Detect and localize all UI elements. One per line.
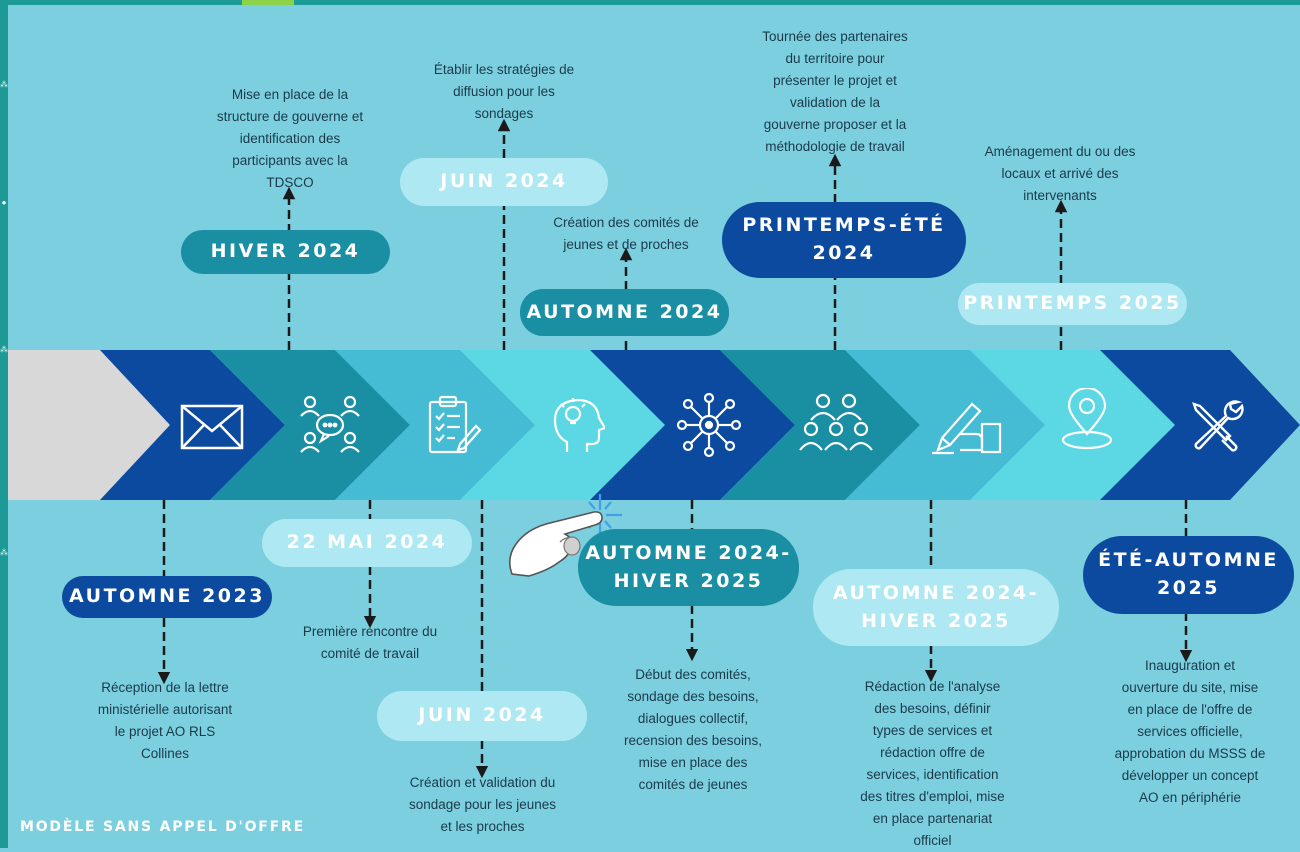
event-description: Aménagement du ou des locaux et arrivé d… xyxy=(984,144,1136,203)
date-pill-hiver-2024: HIVER 2024 xyxy=(181,230,390,274)
network-hub-icon xyxy=(676,392,742,458)
chevron-3 xyxy=(335,350,535,500)
hand-writing-icon xyxy=(932,402,1002,455)
event-description: Création et validation du sondage pour l… xyxy=(408,775,557,834)
chevron-9 xyxy=(1100,350,1300,500)
clipboard-checklist-icon xyxy=(428,395,482,454)
date-pill-printemps-ete-2024: PRINTEMPS-ÉTÉ 2024 xyxy=(722,202,966,278)
event-description: Tournée des partenaires du territoire po… xyxy=(762,29,908,154)
group-icon xyxy=(799,393,873,451)
date-pill-automne-2024: AUTOMNE 2024 xyxy=(520,289,729,336)
event-description: Création des comités de jeunes et de pro… xyxy=(553,215,699,252)
chevron-8 xyxy=(970,350,1175,500)
edge-dot-icon: ● xyxy=(1,198,7,207)
top-bar-accent xyxy=(242,0,294,5)
event-description: Réception de la lettre ministérielle aut… xyxy=(97,680,233,761)
left-edge-bar xyxy=(0,0,8,848)
event-description: Première rencontre du comité de travail xyxy=(302,624,438,661)
date-pill-juin-2024-bottom: JUIN 2024 xyxy=(377,691,587,741)
date-pill-automne-2024-hiver-2025-b: AUTOMNE 2024- HIVER 2025 xyxy=(813,569,1059,646)
date-pill-automne-2024-hiver-2025-a: AUTOMNE 2024- HIVER 2025 xyxy=(578,529,799,606)
date-pill-22-mai-2024: 22 MAI 2024 xyxy=(262,519,472,567)
chevron-start xyxy=(8,350,170,500)
people-discussion-icon xyxy=(300,395,360,453)
event-description: Mise en place de la structure de gouvern… xyxy=(216,87,364,190)
tools-icon xyxy=(1192,400,1244,452)
chevron-2 xyxy=(210,350,410,500)
chevron-1 xyxy=(100,350,285,500)
edge-glyph-icon: ⁂ xyxy=(0,548,8,557)
envelope-icon xyxy=(180,404,244,450)
idea-head-icon xyxy=(553,398,605,452)
chevron-6 xyxy=(720,350,920,500)
hand-pointer-icon xyxy=(508,494,622,577)
date-pill-ete-automne-2025: ÉTÉ-AUTOMNE 2025 xyxy=(1083,536,1294,614)
date-pill-juin-2024-top: JUIN 2024 xyxy=(400,158,608,206)
top-bar xyxy=(0,0,1300,5)
edge-glyph-icon: ⁂ xyxy=(0,80,8,89)
event-description: Établir les stratégies de diffusion pour… xyxy=(433,62,575,121)
location-pin-icon xyxy=(1061,388,1113,450)
event-description: Rédaction de l'analyse des besoins, défi… xyxy=(860,679,1005,848)
footer-title: MODÈLE SANS APPEL D'OFFRE xyxy=(20,819,305,835)
edge-glyph-icon: ⁂ xyxy=(0,345,8,354)
event-description: Début des comités, sondage des besoins, … xyxy=(623,667,763,792)
date-pill-printemps-2025: PRINTEMPS 2025 xyxy=(958,283,1187,325)
date-pill-automne-2023: AUTOMNE 2023 xyxy=(62,576,272,618)
event-description: Inauguration et ouverture du site, mise … xyxy=(1114,658,1266,805)
chevron-4 xyxy=(460,350,665,500)
chevron-7 xyxy=(845,350,1045,500)
